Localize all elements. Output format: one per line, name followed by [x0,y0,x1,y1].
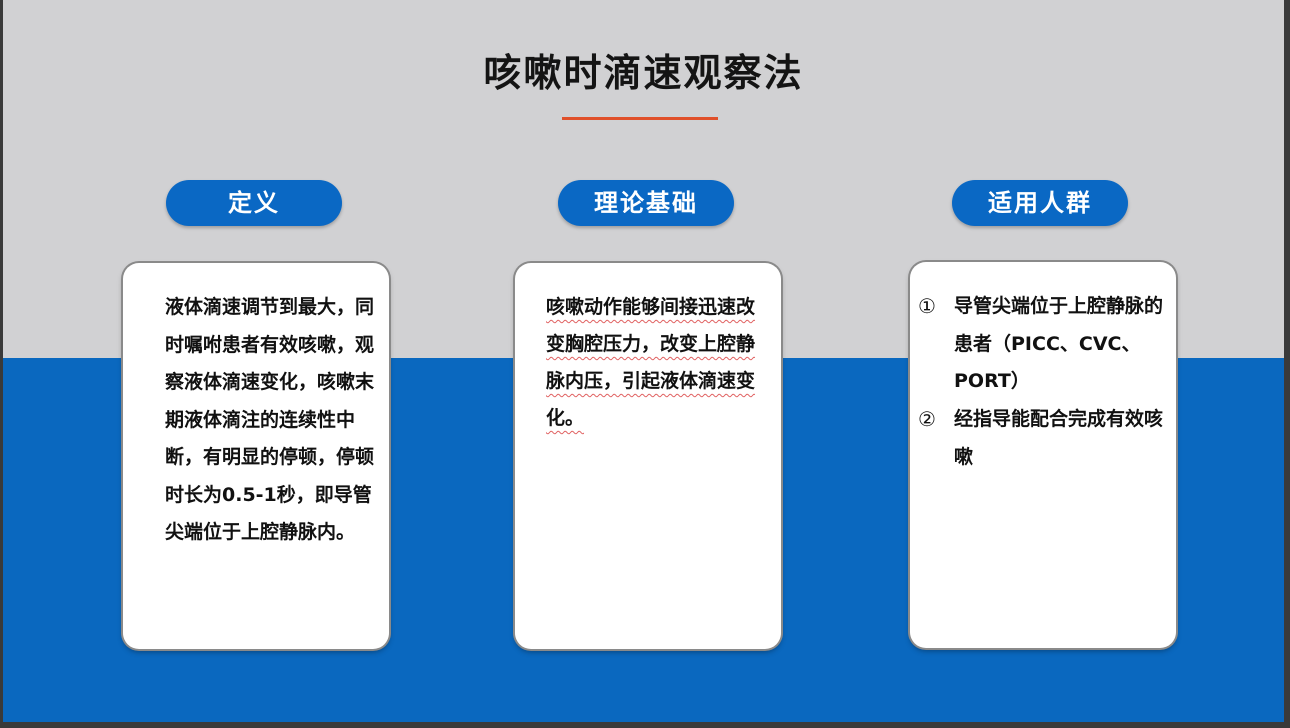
list-number: ① [918,294,936,318]
list-item-text: 导管尖端位于上腔静脉的患者（PICC、CVC、PORT） [954,295,1164,392]
slide-title: 咳嗽时滴速观察法 [483,51,804,95]
list-item: ① 导管尖端位于上腔静脉的患者（PICC、CVC、PORT） [918,288,1170,401]
card-theory: 咳嗽动作能够间接迅速改变胸腔压力，改变上腔静脉内压，引起液体滴速变化。 [515,263,781,649]
pill-population: 适用人群 [952,180,1128,226]
definition-text: 液体滴速调节到最大，同时嘱咐患者有效咳嗽，观察液体滴速变化，咳嗽末期液体滴注的连… [165,296,375,543]
card-population: ① 导管尖端位于上腔静脉的患者（PICC、CVC、PORT） ② 经指导能配合完… [910,262,1176,648]
theory-text: 咳嗽动作能够间接迅速改变胸腔压力，改变上腔静脉内压，引起液体滴速变化。 [546,296,756,429]
title-underline [562,117,718,120]
slide: 咳嗽时滴速观察法 定义 液体滴速调节到最大，同时嘱咐患者有效咳嗽，观察液体滴速变… [3,0,1284,722]
list-number: ② [918,407,936,431]
card-definition: 液体滴速调节到最大，同时嘱咐患者有效咳嗽，观察液体滴速变化，咳嗽末期液体滴注的连… [123,263,389,649]
pill-theory: 理论基础 [558,180,734,226]
list-item-text: 经指导能配合完成有效咳嗽 [954,408,1164,468]
pill-definition: 定义 [166,180,342,226]
list-item: ② 经指导能配合完成有效咳嗽 [918,401,1170,476]
